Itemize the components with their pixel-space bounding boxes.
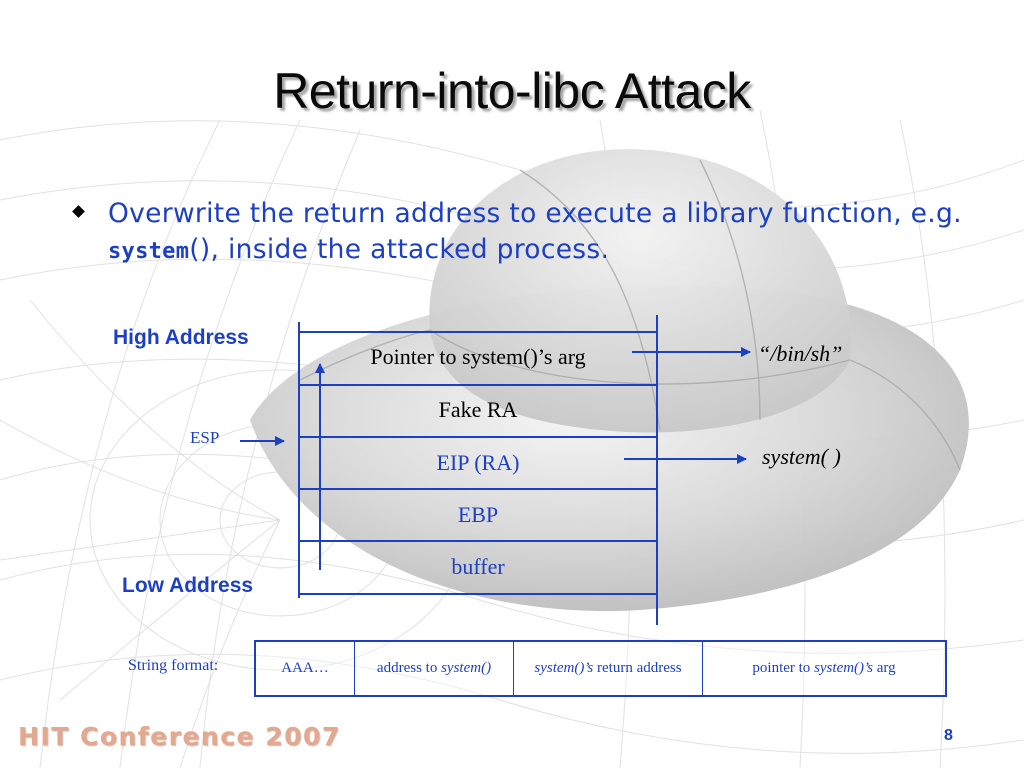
sf-cell-system-address-text: address to (376, 660, 442, 676)
footer-brand: HIT Conference 2007 (18, 722, 341, 751)
bullet-text: Overwrite the return address to execute … (108, 196, 968, 270)
low-address-label: Low Address (122, 574, 254, 597)
target-binsh: “/bin/sh” (758, 341, 843, 366)
stack-cell-eip: EIP (RA) (436, 450, 520, 475)
sf-cell-return-address: system()’s return address (513, 640, 703, 697)
string-format-table: AAA… address to system() system()’s retu… (254, 640, 947, 697)
sf-cell-system-address: address to system() (354, 640, 514, 697)
bullet-code-system: system (108, 239, 190, 264)
sf-cell-padding: AAA… (254, 640, 355, 697)
sf-cell-return-address-text: return address (593, 660, 682, 676)
high-address-label: High Address (113, 326, 249, 349)
string-format-label: String format: (128, 657, 219, 674)
sf-cell-return-address-italic: system()’s (534, 660, 594, 676)
string-format-row: AAA… address to system() system()’s retu… (254, 640, 947, 697)
slide-title: Return-into-libc Attack (273, 63, 751, 119)
stack-cell-fake-ra: Fake RA (438, 397, 518, 422)
stack-cell-buffer: buffer (451, 554, 505, 579)
bullet-text-before: Overwrite the return address to execute … (108, 198, 962, 229)
sf-cell-arg-pointer: pointer to system()’s arg (702, 640, 947, 697)
sf-cell-arg-pointer-italic: system()’s (814, 660, 873, 676)
page-number: 8 (944, 727, 953, 744)
esp-label: ESP (190, 428, 220, 447)
sf-cell-arg-pointer-text-after: arg (872, 660, 896, 676)
sf-cell-system-address-italic: system() (441, 660, 492, 676)
bullet-text-after: (), inside the attacked process. (189, 234, 610, 265)
stack-cell-arg-pointer: Pointer to system()’s arg (370, 344, 586, 369)
sf-cell-arg-pointer-text: pointer to (752, 660, 815, 676)
stack-cell-ebp: EBP (457, 502, 499, 527)
target-system: system( ) (762, 444, 841, 469)
sf-cell-padding-text: AAA… (281, 660, 329, 676)
